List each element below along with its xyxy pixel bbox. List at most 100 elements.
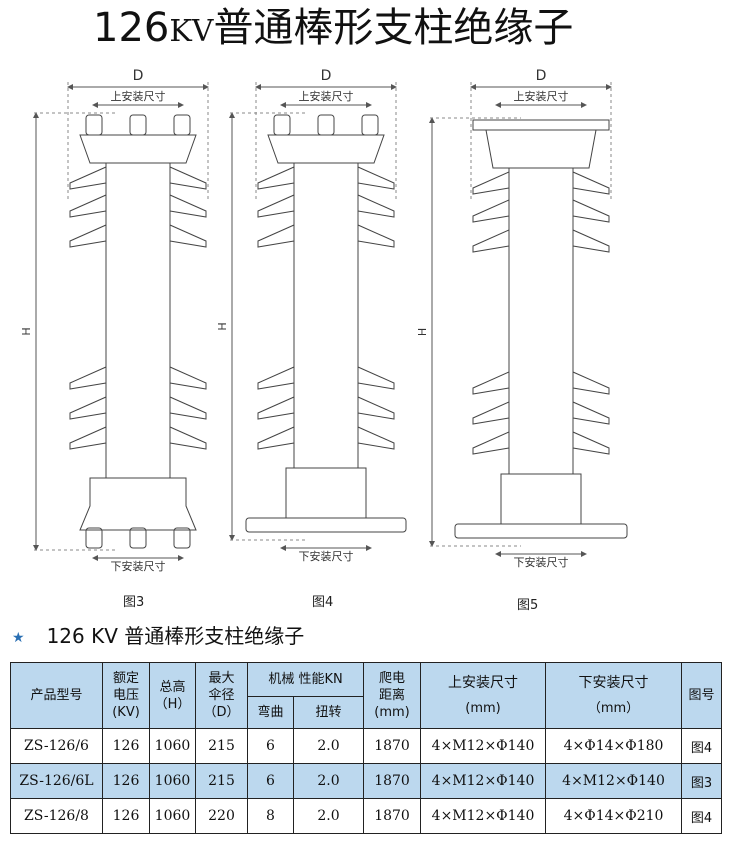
title-number: 126 <box>93 5 170 51</box>
cell-model: ZS-126/6 <box>10 728 103 764</box>
shed <box>472 229 610 253</box>
lower-mount-label: 下安装尺寸 <box>111 559 166 573</box>
upper-mount-label: 上安装尺寸 <box>514 89 569 103</box>
subtitle-number: 126 <box>46 624 85 648</box>
shed <box>69 194 207 218</box>
shed <box>472 199 610 223</box>
cell-torsion: 2.0 <box>292 763 365 799</box>
shed <box>69 224 207 248</box>
shed <box>257 426 395 450</box>
title-text: 普通棒形支柱绝缘子 <box>213 5 574 51</box>
cell-diameter: 215 <box>195 728 248 764</box>
mount-lug <box>173 527 191 549</box>
shed <box>69 166 207 190</box>
cell-bend: 8 <box>247 798 294 834</box>
dimension-d-label: D <box>321 68 332 84</box>
cell-voltage: 126 <box>102 728 150 764</box>
dimension-d-label: D <box>536 68 547 84</box>
header-fig: 图号 <box>681 662 723 729</box>
cell-voltage: 126 <box>102 798 150 834</box>
cell-creep: 1870 <box>363 798 422 834</box>
cell-upper: 4×M12×Φ140 <box>420 798 547 834</box>
dimension-h-label: H <box>416 328 429 336</box>
mount-lug <box>317 114 335 136</box>
cell-torsion: 2.0 <box>292 728 365 764</box>
cell-fig: 图3 <box>681 763 723 799</box>
header-height: 总高（H） <box>149 662 196 729</box>
lower-mount-label: 下安装尺寸 <box>299 549 354 563</box>
dimension-h-label: H <box>20 327 33 335</box>
cell-lower: 4×Φ14×Φ180 <box>545 728 683 764</box>
subtitle-text: 普通棒形支柱绝缘子 <box>124 624 305 648</box>
spec-table: 产品型号 额定电压(KV) 总高（H） 最大伞径（D） 机械 性能KN 爬电距离… <box>10 662 723 834</box>
cell-height: 1060 <box>149 763 196 799</box>
header-lower: 下安装尺寸（mm） <box>545 662 683 729</box>
shed <box>257 366 395 390</box>
header-torsion: 扭转 <box>292 696 365 729</box>
cell-upper: 4×M12×Φ140 <box>420 763 547 799</box>
insulator-figure <box>33 82 209 561</box>
insulator-figure <box>429 82 628 557</box>
upper-mount-label: 上安装尺寸 <box>111 89 166 103</box>
shed <box>257 224 395 248</box>
figure-5-label: 图5 <box>517 598 539 613</box>
top-flange <box>472 119 610 131</box>
shed <box>257 194 395 218</box>
shed <box>472 401 610 425</box>
star-icon: ★ <box>12 629 25 646</box>
bottom-flange <box>454 523 628 539</box>
table-heading: ★ 126 KV 普通棒形支柱绝缘子 <box>12 620 304 649</box>
insulator-drawings: D 上安装尺寸 H 下安装尺寸 D 上安装尺寸 H 下安装尺寸 D 上安装尺寸 H 下安装尺寸 <box>20 68 628 573</box>
header-upper: 上安装尺寸(mm) <box>420 662 547 729</box>
subtitle-unit: KV <box>91 624 118 648</box>
bottom-fitting <box>79 477 197 531</box>
page-title: 126KV普通棒形支柱绝缘子 <box>93 4 573 56</box>
mount-lug <box>273 114 291 136</box>
cell-height: 1060 <box>149 798 196 834</box>
dimension-h-label: H <box>216 322 229 330</box>
figure-4-label: 图4 <box>312 595 334 610</box>
mount-lug <box>85 114 103 136</box>
header-creep: 爬电距离(mm) <box>363 662 422 729</box>
cell-upper: 4×M12×Φ140 <box>420 728 547 764</box>
bottom-flange <box>245 517 407 533</box>
cell-creep: 1870 <box>363 728 422 764</box>
cell-lower: 4×M12×Φ140 <box>545 763 683 799</box>
title-unit: KV <box>169 14 214 49</box>
bottom-fitting <box>500 473 582 525</box>
mount-lug <box>129 527 147 549</box>
cell-model: ZS-126/6L <box>10 763 103 799</box>
cell-voltage: 126 <box>102 763 150 799</box>
shed <box>69 426 207 450</box>
mount-lug <box>85 527 103 549</box>
shed <box>472 371 610 395</box>
lower-mount-label: 下安装尺寸 <box>514 555 569 569</box>
upper-mount-label: 上安装尺寸 <box>299 89 354 103</box>
dimension-d-label: D <box>133 68 144 84</box>
insulator-figure <box>229 82 407 551</box>
mount-lug <box>129 114 147 136</box>
cell-model: ZS-126/8 <box>10 798 103 834</box>
shed <box>69 396 207 420</box>
cell-lower: 4×Φ14×Φ210 <box>545 798 683 834</box>
top-cap <box>79 134 197 164</box>
header-voltage: 额定电压(KV) <box>102 662 150 729</box>
cell-height: 1060 <box>149 728 196 764</box>
top-cap <box>267 134 385 164</box>
cell-fig: 图4 <box>681 728 723 764</box>
shed <box>257 396 395 420</box>
shed <box>472 431 610 455</box>
shed <box>257 166 395 190</box>
bottom-fitting <box>285 467 367 519</box>
cell-bend: 6 <box>247 728 294 764</box>
header-bend: 弯曲 <box>247 696 294 729</box>
cell-diameter: 220 <box>195 798 248 834</box>
cell-fig: 图4 <box>681 798 723 834</box>
cell-bend: 6 <box>247 763 294 799</box>
cell-torsion: 2.0 <box>292 798 365 834</box>
mount-lug <box>361 114 379 136</box>
shed <box>69 366 207 390</box>
mount-lug <box>173 114 191 136</box>
